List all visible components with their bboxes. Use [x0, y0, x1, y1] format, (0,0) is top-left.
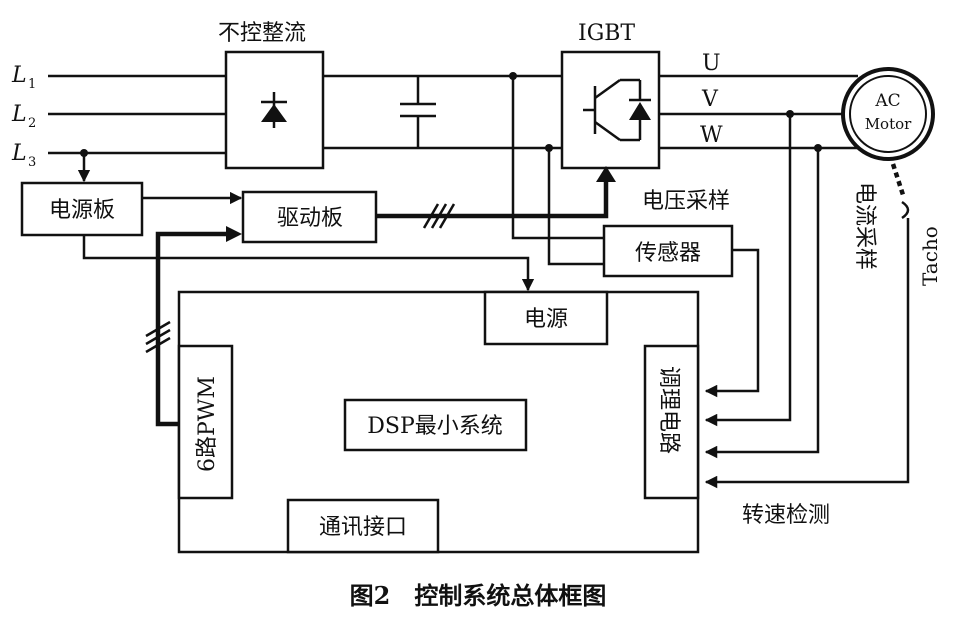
comm-interface-label: 通讯接口 — [319, 515, 407, 540]
input-line-labels: L 1 L 2 L 3 — [11, 63, 36, 170]
phase-w-current-wire — [704, 148, 820, 459]
power-board-label: 电源板 — [49, 198, 115, 223]
conditioning-circuit-label: 调理电路 — [656, 366, 681, 454]
conditioning-circuit-block — [643, 344, 700, 500]
capacitor-icon — [400, 76, 436, 148]
line-l2-subscript: 2 — [28, 116, 36, 131]
sensor-to-conditioning-wire — [704, 248, 760, 398]
line-l2-label: L — [11, 102, 27, 127]
power-board-to-dsp-power-wire — [82, 235, 535, 292]
motor-name-label: Motor — [865, 115, 912, 133]
drive-to-igbt-arrowhead — [596, 166, 616, 182]
sensor-label: 传感器 — [635, 241, 701, 266]
diode-icon — [261, 92, 287, 128]
igbt-block — [560, 50, 661, 170]
tacho-connector-icon — [901, 200, 910, 220]
power-board-block — [20, 181, 144, 237]
phase-w-label: W — [700, 123, 723, 148]
line-l3-label: L — [11, 141, 27, 166]
tacho-signal-wire — [704, 218, 910, 489]
motor-ac-label: AC — [874, 91, 900, 111]
igbt-title: IGBT — [578, 21, 635, 46]
tacho-label: Tacho — [918, 226, 942, 286]
dc-negative-to-sensor-wire — [547, 148, 604, 266]
pwm-block — [177, 344, 234, 500]
drive-board-block — [241, 190, 378, 244]
dsp-core-block — [343, 398, 528, 452]
phase-u-label: U — [702, 51, 721, 76]
dc-positive-to-sensor-wire — [511, 76, 604, 240]
voltage-sampling-label: 电压采样 — [642, 189, 730, 214]
phase-v-label: V — [701, 87, 719, 112]
igbt-transistor-icon — [583, 78, 651, 142]
bus-slash-marks — [145, 320, 171, 354]
pwm-label: 6路PWM — [195, 376, 220, 472]
sensor-block — [602, 224, 734, 278]
junction-dot — [80, 149, 88, 157]
ac-motor-inner-ring — [849, 75, 927, 153]
drive-board-label: 驱动板 — [277, 206, 343, 231]
speed-detection-label: 转速检测 — [742, 503, 830, 528]
drive-to-igbt-bus — [376, 176, 609, 219]
bus-slash-marks — [422, 203, 456, 229]
line-l3-subscript: 3 — [28, 155, 36, 170]
dsp-core-label: DSP最小系统 — [367, 414, 503, 439]
line-l1-label: L — [11, 63, 27, 88]
pwm-to-drive-arrowhead — [226, 226, 242, 242]
phase-v-current-wire — [704, 114, 792, 427]
comm-interface-block — [286, 498, 440, 554]
rectifier-title: 不控整流 — [218, 21, 306, 46]
power-supply-block — [483, 290, 609, 346]
current-sampling-label: 电流采样 — [852, 182, 877, 270]
figure-caption: 图2 控制系统总体框图 — [350, 581, 607, 610]
line-l1-subscript: 1 — [28, 77, 36, 92]
tacho-coupling — [890, 163, 907, 199]
power-supply-label: 电源 — [524, 307, 568, 332]
